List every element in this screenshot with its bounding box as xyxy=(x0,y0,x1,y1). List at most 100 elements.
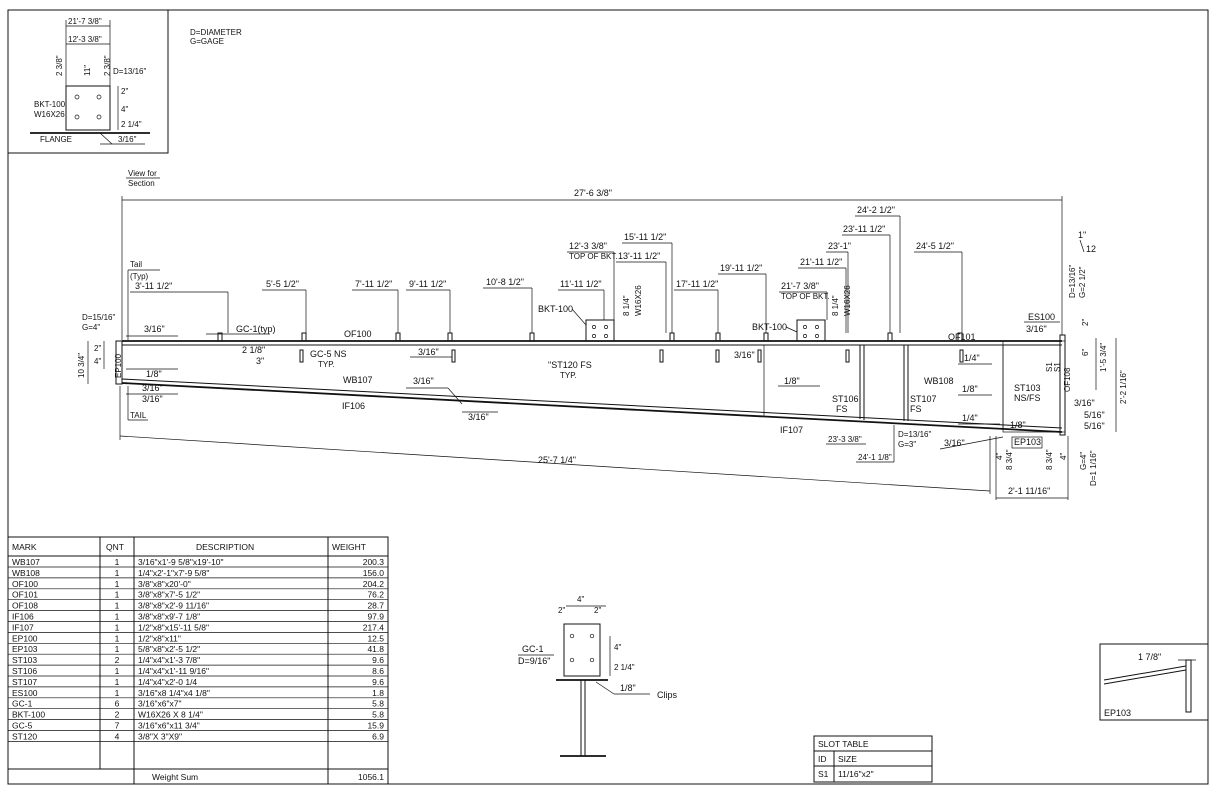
g-3: G=3" xyxy=(898,440,916,449)
ep103-label: EP103 xyxy=(1014,437,1041,447)
weld-316-d: 3/16" xyxy=(418,347,439,357)
tail-typ-label: (Typ) xyxy=(130,272,149,281)
dim-overall-top: 27'-6 3/8" xyxy=(574,188,612,198)
bom-cell-weight: 97.9 xyxy=(367,612,384,622)
dim-1534: 1'-5 3/4" xyxy=(1099,343,1108,372)
bom-cell-mark: GC-5 xyxy=(12,721,33,731)
bom-cell-desc: 1/4"x4"x1'-11 9/16" xyxy=(138,666,209,676)
bom-cell-weight: 8.6 xyxy=(372,666,384,676)
dim-2418: 24'-1 1/8" xyxy=(858,453,892,462)
gc1-dim-top: 4" xyxy=(577,595,584,604)
slot-table: SLOT TABLE ID SIZE S1 11/16"x2" xyxy=(813,735,933,783)
bkt-detail: 21'-7 3/8" 12'-3 3/8" 2 3/8" 11" 2 3/8" … xyxy=(7,9,169,154)
bom-cell-mark: ES100 xyxy=(12,688,38,698)
dim-2r: 2" xyxy=(1081,319,1090,326)
bom-cell-mark: OF108 xyxy=(12,601,38,611)
dim-top-7: 12'-3 3/8" xyxy=(569,241,607,251)
bom-cell-weight: 1.8 xyxy=(372,688,384,698)
weld-316-i: 3/16" xyxy=(1026,324,1047,334)
dim-top-8: 13'-11 1/2" xyxy=(618,251,660,261)
bom-cell-mark: WB108 xyxy=(12,568,40,578)
bracket-b xyxy=(796,319,826,342)
slope-12: 12 xyxy=(1086,244,1096,254)
dim-top-6: 11'-11 1/2" xyxy=(560,279,602,289)
bom-cell-mark: OF100 xyxy=(12,579,38,589)
bom-cell-mark: WB107 xyxy=(12,557,40,567)
dim-top-10: 17'-11 1/2" xyxy=(676,279,718,289)
gc1-dim-r: 2" xyxy=(594,606,601,615)
st120-label: "ST120 FS xyxy=(548,360,592,370)
slot-row-id: S1 xyxy=(818,769,829,779)
dim-814-a: 8 1/4" xyxy=(622,295,631,316)
gc1-dim-l: 2" xyxy=(558,606,565,615)
top-bkt-a: TOP OF BKT. xyxy=(569,252,618,261)
bom-cell-desc: 3/8"x8"x2'-9 11/16" xyxy=(138,601,209,611)
if107-label: IF107 xyxy=(780,425,803,435)
tail-label: Tail xyxy=(130,260,142,269)
gc1-detail: 4" 2" 2" 4" 2 1/4" GC-1 D=9/16" 1/8" Cli… xyxy=(518,595,678,757)
weld-316-j: 3/16" xyxy=(1074,398,1095,408)
slot-col-size: SIZE xyxy=(838,754,857,764)
bom-header-mark: MARK xyxy=(12,542,37,552)
dim-218: 2 1/8" xyxy=(242,345,265,355)
weld-316-f: 3/16" xyxy=(468,412,489,422)
weld-316-a: 3/16" xyxy=(144,324,165,334)
bkt-weld: 3/16" xyxy=(118,135,137,144)
bom-cell-qnt: 6 xyxy=(115,699,120,709)
of101-label: OF101 xyxy=(948,332,976,342)
bom-cell-weight: 28.7 xyxy=(367,601,384,611)
of100-label: OF100 xyxy=(344,329,372,339)
bom-cell-qnt: 2 xyxy=(115,710,120,720)
bom-cell-desc: 5/8"x8"x2'-5 1/2" xyxy=(138,644,200,654)
sheet-border xyxy=(7,9,1209,785)
bom-cell-desc: 3/16"x8 1/4"x4 1/8" xyxy=(138,688,210,698)
bom-cell-desc: 3/8"x8"x7'-5 1/2" xyxy=(138,590,200,600)
bracket-a xyxy=(585,319,615,342)
bkt-dim-d: 11" xyxy=(83,65,92,76)
gc1-plate xyxy=(563,623,601,677)
bkt-dim-e: 2 3/8" xyxy=(103,55,112,76)
bom-cell-weight: 5.8 xyxy=(372,699,384,709)
bom-cell-desc: 3/8"X 3"X9" xyxy=(138,731,182,741)
bom-cell-weight: 6.9 xyxy=(372,731,384,741)
dim-top-1: 3'-11 1/2" xyxy=(135,281,172,291)
bom-sum-label: Weight Sum xyxy=(152,772,198,782)
bom-cell-mark: ST120 xyxy=(12,731,37,741)
dim-4b: 4" xyxy=(1059,453,1068,460)
g-4: G=4" xyxy=(1079,452,1088,470)
bom-cell-desc: 1/4"x4"x2'-0 1/4 xyxy=(138,677,197,687)
st107-fs: FS xyxy=(910,404,922,414)
dim-top-5: 10'-8 1/2" xyxy=(486,277,524,287)
dim-834-b: 8 3/4" xyxy=(1045,449,1054,470)
bom-cell-qnt: 1 xyxy=(115,622,120,632)
bom-cell-weight: 41.8 xyxy=(367,644,384,654)
d-left: D=15/16" xyxy=(82,313,115,322)
slope-1: 1" xyxy=(1078,230,1086,240)
bkt-mark: BKT-100 xyxy=(34,100,66,109)
view-section-label: Section xyxy=(128,179,155,188)
bom-cell-desc: 3/8"x8"x9'-7 1/8" xyxy=(138,612,200,622)
bkt-dim-b: 12'-3 3/8" xyxy=(68,35,102,44)
bom-cell-mark: ST106 xyxy=(12,666,37,676)
bom-cell-qnt: 2 xyxy=(115,655,120,665)
s1-label: S1 xyxy=(1045,362,1054,372)
bottom-flange xyxy=(121,382,1063,433)
st107-label: ST107 xyxy=(910,394,937,404)
bom-cell-weight: 200.3 xyxy=(363,557,385,567)
g-left: G=4" xyxy=(82,323,100,332)
weld-18-d: 1/8" xyxy=(1010,420,1026,430)
bom-cell-desc: 3/16"x6"x11 3/4" xyxy=(138,721,200,731)
weld-316-h: 3/16" xyxy=(944,438,965,448)
bkt-dim-f: 2" xyxy=(121,87,128,96)
dim-6r: 6" xyxy=(1081,349,1090,356)
gc1-hole-d: D=9/16" xyxy=(518,656,550,666)
weld-18-b: 1/8" xyxy=(784,376,800,386)
bom-cell-qnt: 1 xyxy=(115,557,120,567)
wb107-label: WB107 xyxy=(343,375,373,385)
